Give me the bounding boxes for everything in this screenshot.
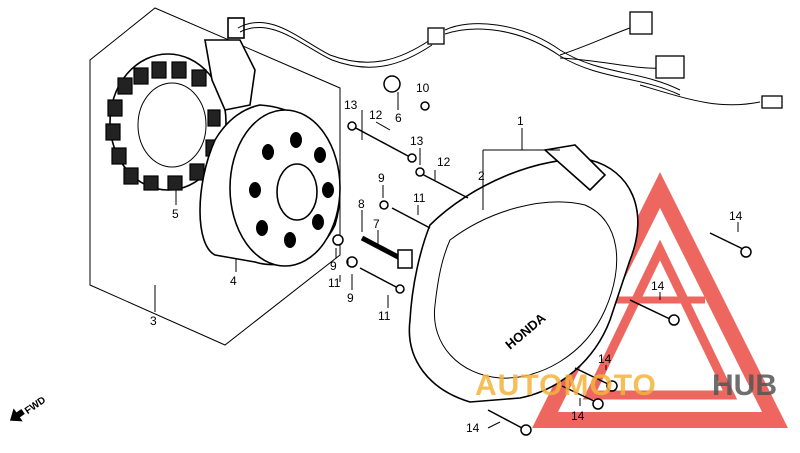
callout-13-upper: 13 [344, 98, 358, 112]
callout-8: 8 [358, 197, 365, 211]
callout-14-cover-lower: 14 [571, 409, 585, 423]
flywheel [199, 104, 341, 267]
fwd-arrow-icon [9, 408, 25, 422]
fwd-indicator: FWD [9, 395, 48, 422]
callout-12-upper: 12 [369, 108, 383, 122]
fwd-label: FWD [23, 395, 48, 417]
callout-7: 7 [373, 217, 380, 231]
callout-14-right: 14 [729, 209, 743, 223]
callout-2: 2 [478, 169, 485, 183]
callout-10: 10 [416, 81, 430, 95]
callout-3: 3 [150, 314, 157, 328]
callout-9-left: 9 [330, 259, 337, 273]
callout-11-upper: 11 [413, 191, 426, 205]
callout-11-lower: 11 [378, 309, 391, 323]
callout-12-lower: 12 [437, 155, 451, 169]
callout-9-upper: 9 [378, 171, 385, 185]
callout-5: 5 [172, 207, 179, 221]
leader-lines [154, 92, 739, 429]
callout-11-left: 11 [328, 276, 341, 290]
callout-6: 6 [395, 111, 402, 125]
callout-9-lower: 9 [347, 291, 354, 305]
callout-4: 4 [230, 274, 237, 288]
generator-cover: HONDA [408, 144, 639, 403]
callout-13-lower: 13 [410, 134, 424, 148]
callout-14-bottom: 14 [466, 421, 480, 435]
connector-group [427, 11, 783, 109]
callout-14-mid: 14 [651, 279, 665, 293]
stator-assembly [89, 7, 341, 346]
watermark-text-right: HUB [712, 369, 777, 402]
watermark-text-left: AUTOMOTO [475, 369, 657, 402]
bolts [332, 75, 752, 436]
callout-1: 1 [517, 114, 524, 128]
callout-labels: 1 2 3 4 5 6 7 8 9 9 9 10 11 11 11 12 12 … [150, 81, 743, 435]
watermark-text: AUTOMOTO HUB [475, 369, 777, 402]
callout-14-cover-upper: 14 [598, 352, 612, 366]
wire-harness [237, 22, 761, 106]
